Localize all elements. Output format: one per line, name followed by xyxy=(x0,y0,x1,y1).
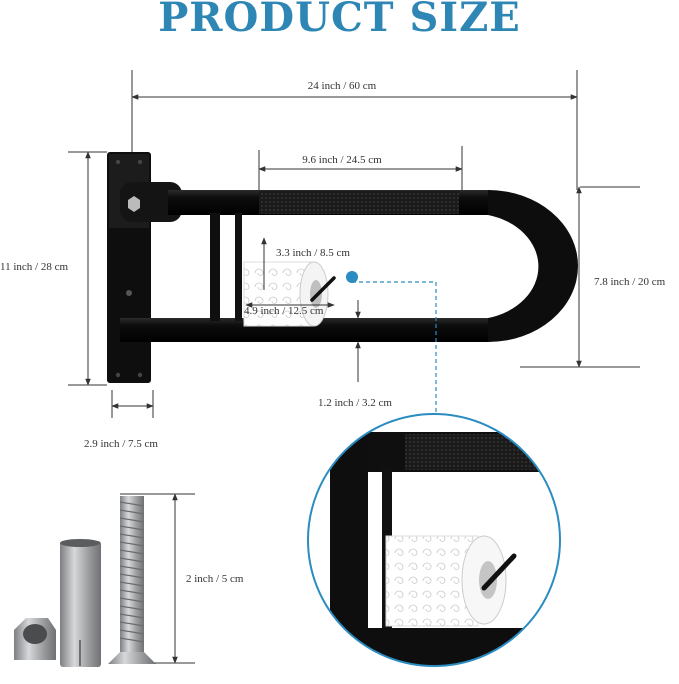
label-tube-diameter: 1.2 inch / 3.2 cm xyxy=(318,397,392,409)
knurled-grip xyxy=(259,191,459,214)
u-bend xyxy=(488,190,578,342)
label-knurled-grip: 9.6 inch / 24.5 cm xyxy=(302,154,382,166)
label-bar-height: 7.8 inch / 20 cm xyxy=(594,276,666,288)
label-total-length: 24 inch / 60 cm xyxy=(308,80,377,92)
hinge xyxy=(120,182,182,222)
label-holder-arm: 3.3 inch / 8.5 cm xyxy=(276,247,350,259)
page-title: PRODUCT SIZE xyxy=(158,0,521,41)
zoom-marker xyxy=(346,271,358,283)
zoom-detail xyxy=(307,413,561,667)
label-anchor-length: 2 inch / 5 cm xyxy=(186,573,244,585)
mounting-hardware xyxy=(14,496,156,667)
grab-bar xyxy=(107,152,578,383)
nut xyxy=(14,618,56,660)
anchor-sleeve xyxy=(60,539,101,667)
label-height: 11 inch / 28 cm xyxy=(0,261,68,273)
anchor-bolt xyxy=(108,496,156,664)
label-holder-length: 4.9 inch / 12.5 cm xyxy=(244,305,324,317)
label-plate-width: 2.9 inch / 7.5 cm xyxy=(84,438,158,450)
